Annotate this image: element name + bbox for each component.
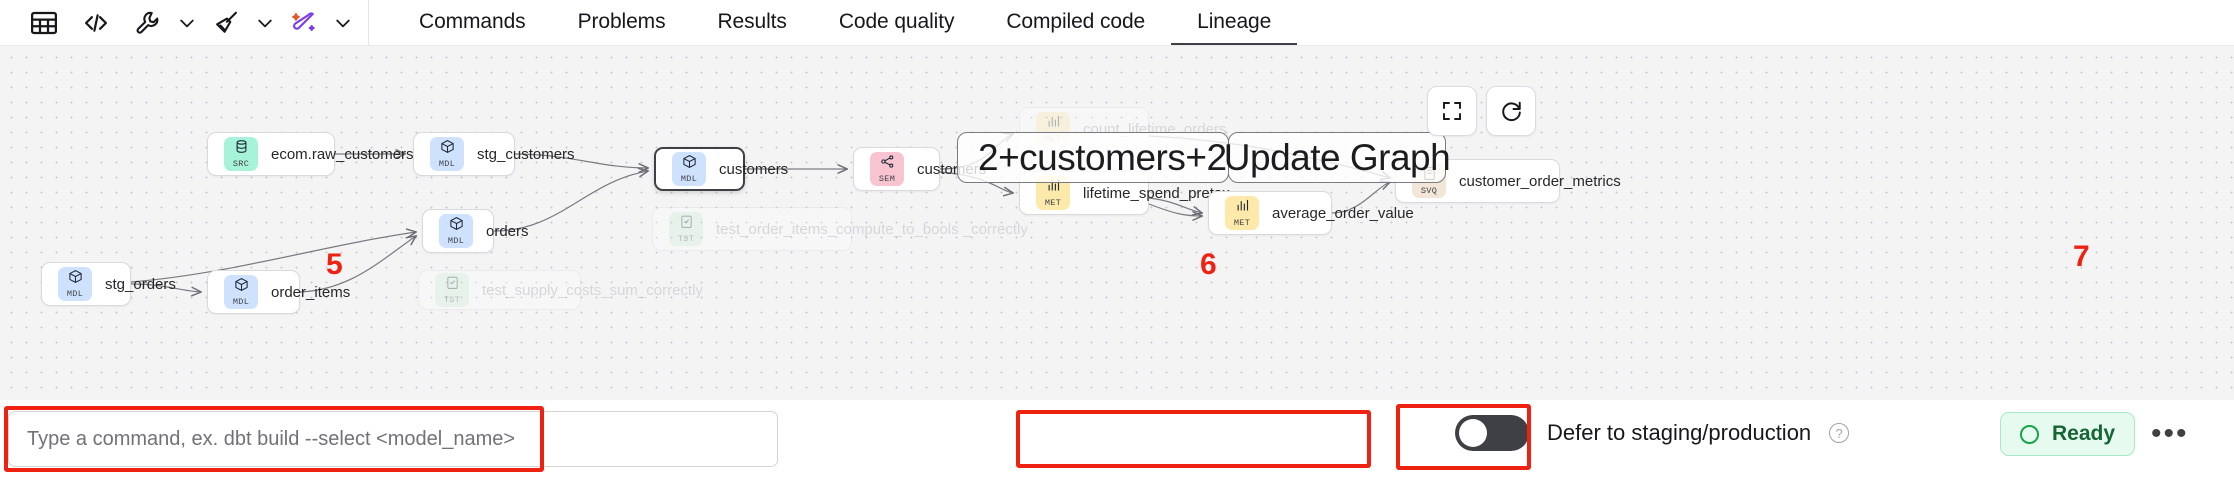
- node-label: test_supply_costs_sum_correctly: [482, 281, 703, 299]
- defer-toggle-knob: [1459, 419, 1487, 447]
- tab-results[interactable]: Results: [717, 9, 787, 33]
- node-label: ecom.raw_customers: [271, 145, 414, 163]
- more-options-icon[interactable]: •••: [2151, 417, 2189, 450]
- met-icon: [1235, 198, 1250, 217]
- refresh-icon[interactable]: [1486, 86, 1536, 136]
- broom-icon[interactable]: [200, 0, 252, 46]
- status-badge[interactable]: Ready: [2000, 412, 2136, 456]
- src-icon: [234, 139, 249, 158]
- editor-toolbar: Commands Problems Results Code quality Compi…: [0, 0, 2234, 46]
- help-icon[interactable]: ?: [1829, 423, 1850, 443]
- toolbar-divider: [368, 0, 369, 46]
- tab-bar: Commands Problems Results Code quality Compi…: [393, 0, 1298, 46]
- tab-commands[interactable]: Commands: [419, 9, 526, 33]
- tab-lineage[interactable]: Lineage: [1171, 0, 1298, 46]
- node-label: stg_orders: [105, 275, 176, 293]
- node-type-badge-met: MET: [1225, 196, 1259, 230]
- node-label: customers: [719, 160, 789, 178]
- node-type-badge-mdl: MDL: [672, 152, 706, 186]
- toolbar-icon-group: [0, 0, 369, 46]
- defer-toggle[interactable]: [1455, 415, 1529, 451]
- mdl-icon: [682, 154, 697, 173]
- node-type-label: MDL: [232, 297, 250, 307]
- graph-node-ecom-raw-customers[interactable]: SRC ecom.raw_customers: [207, 132, 414, 176]
- node-label: average_order_value: [1272, 204, 1414, 222]
- command-input[interactable]: [8, 411, 778, 467]
- defer-control: Defer to staging/production ?: [1455, 415, 1850, 451]
- toolbar-underline: [0, 45, 2234, 46]
- table-icon[interactable]: [18, 0, 70, 46]
- node-type-label: SEM: [878, 174, 896, 184]
- node-type-label: MDL: [66, 289, 84, 299]
- mdl-icon: [234, 277, 249, 296]
- defer-label: Defer to staging/production: [1547, 420, 1812, 445]
- met-icon: [1046, 114, 1061, 133]
- node-type-badge-mdl: MDL: [430, 137, 464, 171]
- graph-node-orders-mdl[interactable]: MDL orders: [422, 209, 529, 253]
- graph-selector-value: 2+customers+2: [978, 136, 1227, 178]
- node-label: orders: [486, 222, 529, 240]
- code-icon[interactable]: [70, 0, 122, 46]
- tab-problems[interactable]: Problems: [577, 9, 666, 33]
- status-label: Ready: [2052, 422, 2116, 445]
- graph-node-order-items[interactable]: MDL order_items: [207, 270, 350, 314]
- node-type-badge-src: SRC: [224, 137, 258, 171]
- mdl-icon: [449, 216, 464, 235]
- mdl-icon: [440, 139, 455, 158]
- chevron-down-icon-format[interactable]: [252, 0, 278, 46]
- node-type-badge-sem: SEM: [870, 152, 904, 186]
- fullscreen-icon[interactable]: [1427, 86, 1477, 136]
- node-type-badge-mdl: MDL: [439, 214, 473, 248]
- node-type-badge-mdl: MDL: [58, 267, 92, 301]
- node-type-label: MET: [1233, 218, 1251, 228]
- tst-icon: [679, 214, 694, 233]
- mdl-icon: [68, 269, 83, 288]
- graph-node-stg-customers[interactable]: MDL stg_customers: [413, 132, 575, 176]
- status-dot-icon: [2020, 424, 2039, 444]
- node-type-label: MDL: [438, 159, 456, 169]
- node-label: order_items: [271, 283, 351, 301]
- tst-icon: [445, 275, 460, 294]
- graph-node-test-supply-costs[interactable]: TST test_supply_costs_sum_correctly: [418, 270, 703, 310]
- magic-wand-icon[interactable]: [278, 0, 330, 46]
- command-bar: [8, 411, 778, 467]
- status-area: Ready •••: [2000, 412, 2195, 456]
- node-type-label: MDL: [447, 236, 465, 246]
- update-graph-button[interactable]: Update Graph: [1224, 132, 1451, 183]
- node-type-label: MDL: [680, 174, 698, 184]
- tab-code-quality[interactable]: Code quality: [838, 9, 955, 33]
- node-type-badge-tst: TST: [435, 273, 469, 307]
- graph-node-customers-mdl[interactable]: MDL customers: [654, 147, 788, 191]
- tab-compiled-code[interactable]: Compiled code: [1006, 9, 1146, 33]
- wrench-icon[interactable]: [122, 0, 174, 46]
- node-label: test_order_items_compute_to_bools _corre…: [716, 220, 1028, 238]
- node-type-label: SVQ: [1420, 186, 1438, 196]
- update-graph-label: Update Graph: [1223, 136, 1451, 178]
- graph-selector-box[interactable]: 2+customers+2: [957, 132, 1229, 183]
- chevron-down-icon-build[interactable]: [174, 0, 200, 46]
- node-label: customer_order_metrics: [1459, 172, 1621, 190]
- node-type-badge-tst: TST: [669, 212, 703, 246]
- graph-node-test-order-items[interactable]: TST test_order_items_compute_to_bools _co…: [652, 207, 1028, 251]
- chevron-down-icon-ai[interactable]: [330, 0, 356, 46]
- node-type-badge-mdl: MDL: [224, 275, 258, 309]
- node-type-label: TST: [677, 234, 695, 244]
- node-label: lifetime_spend_pretax: [1083, 184, 1230, 202]
- node-label: stg_customers: [477, 145, 575, 163]
- node-type-label: TST: [443, 295, 461, 305]
- graph-node-average-order-value[interactable]: MET average_order_value: [1208, 191, 1414, 235]
- node-type-label: MET: [1044, 198, 1062, 208]
- node-type-label: SRC: [232, 159, 250, 169]
- graph-node-stg-orders[interactable]: MDL stg_orders: [41, 262, 176, 306]
- sem-icon: [880, 154, 895, 173]
